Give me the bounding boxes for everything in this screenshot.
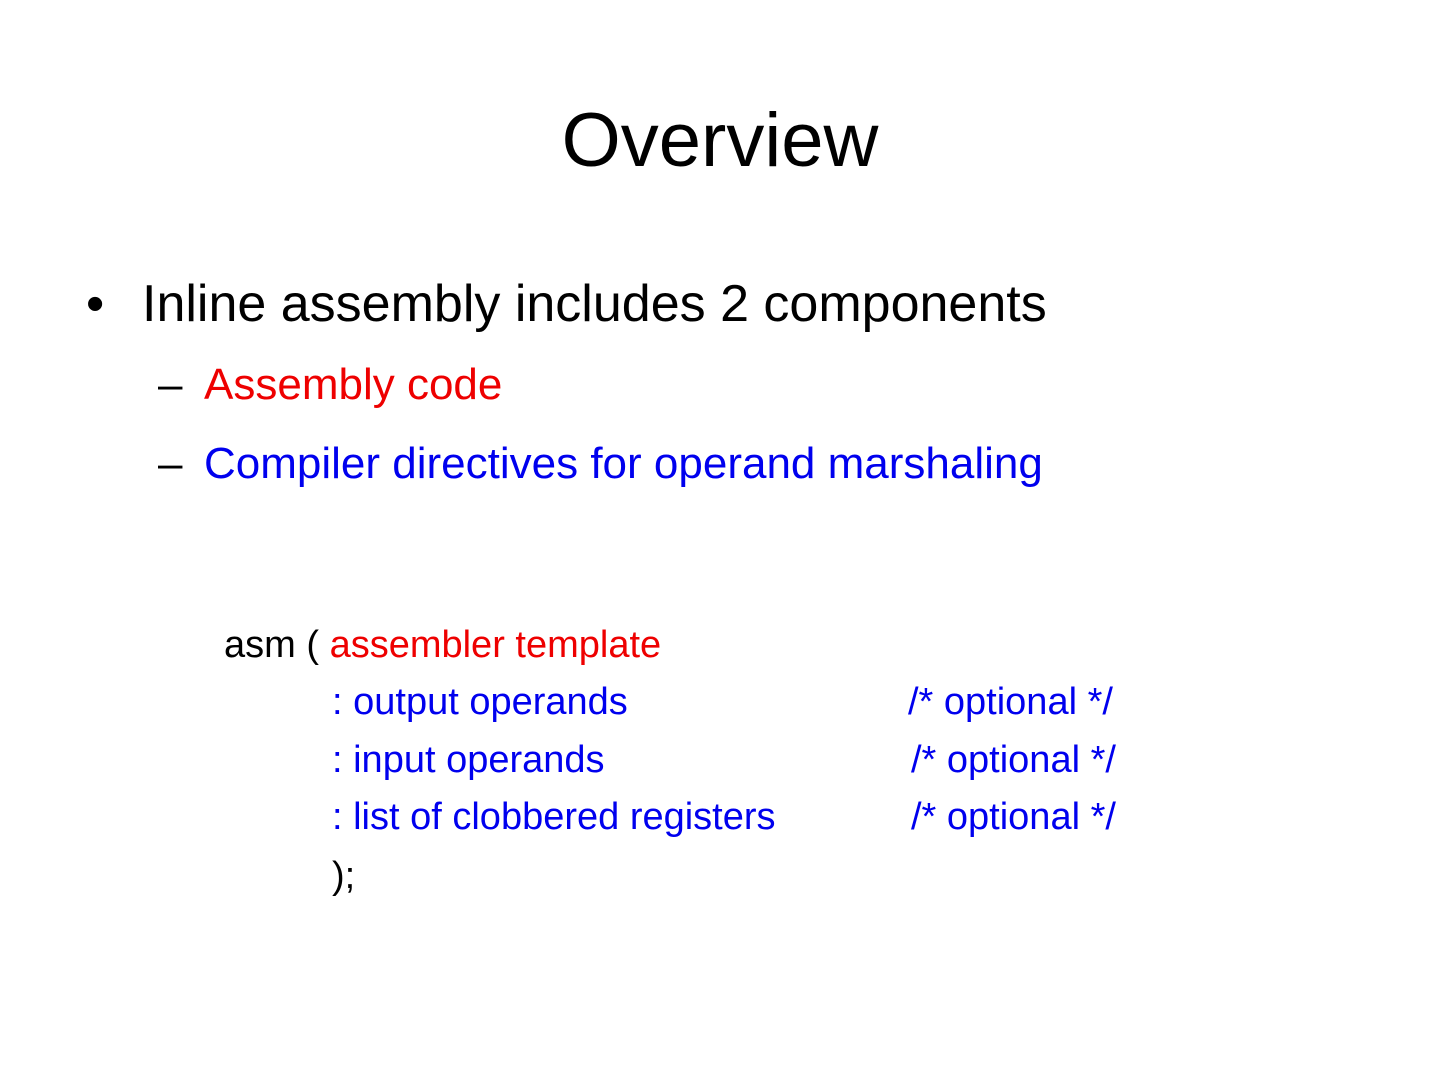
- bullet-icon: •: [86, 275, 105, 333]
- code-optional-comment: /* optional */: [911, 796, 1116, 838]
- sub-bullet-assembly-code: –Assembly code: [158, 358, 502, 412]
- dash-icon: –: [158, 360, 183, 409]
- sub-bullet-text: Assembly code: [204, 360, 503, 409]
- sub-bullet-text: Compiler directives for operand marshali…: [204, 439, 1043, 488]
- dash-icon: –: [158, 439, 183, 488]
- code-optional-comment: /* optional */: [908, 681, 1113, 723]
- code-asm-open: asm (: [224, 624, 319, 666]
- code-input-operands: : input operands: [332, 739, 605, 781]
- slide-title: Overview: [561, 98, 879, 183]
- code-optional-comment: /* optional */: [911, 739, 1116, 781]
- code-assembler-template: assembler template: [329, 624, 662, 666]
- sub-bullet-compiler-directives: –Compiler directives for operand marshal…: [158, 437, 1043, 491]
- code-line-asm: asm ( assembler template: [224, 622, 661, 668]
- code-clobbered-registers: : list of clobbered registers: [332, 796, 776, 838]
- code-close: );: [332, 855, 356, 897]
- bullet-text: Inline assembly includes 2 components: [142, 275, 1047, 333]
- code-output-operands: : output operands: [332, 681, 628, 723]
- bullet-item: • Inline assembly includes 2 components: [86, 272, 1047, 336]
